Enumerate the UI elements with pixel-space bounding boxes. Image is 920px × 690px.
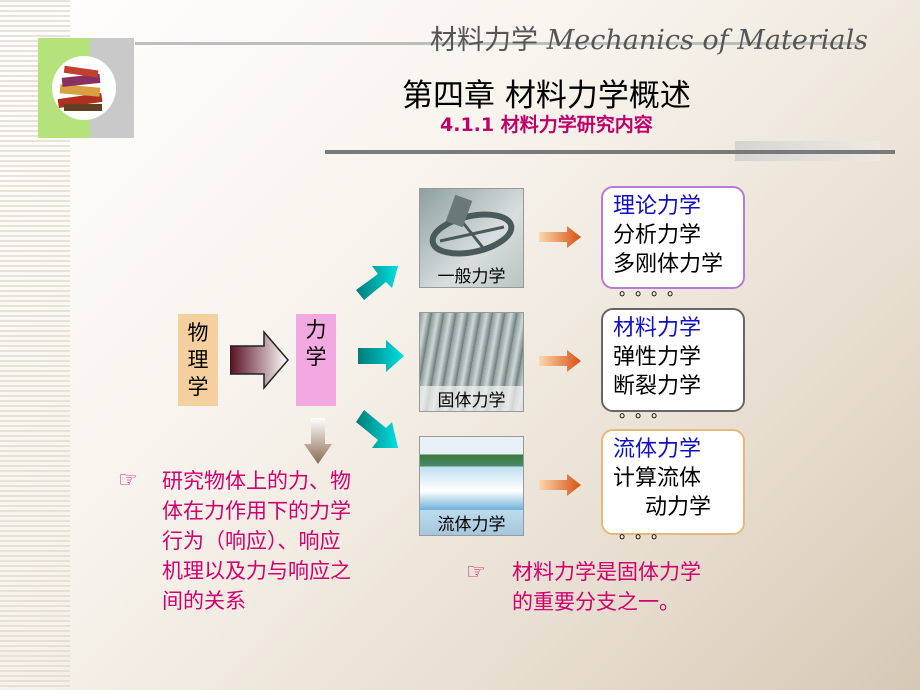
pointing-hand-icon: ☞ [118,468,138,493]
general-mechanics-image: 一般力学 [419,188,524,288]
physics-char: 学 [187,374,209,399]
note-line: 材料力学是固体力学 [512,560,701,584]
card-title: 材料力学 [613,316,702,341]
branch-label: 固体力学 [420,386,523,411]
mechanics-box: 力 学 [296,314,336,406]
arrow-up-right-icon [356,266,398,300]
branch-label: 一般力学 [437,267,506,287]
arrow-right-icon [230,330,289,390]
books-icon [57,65,103,111]
mechanics-char: 学 [305,345,327,369]
physics-box: 物 理 学 [178,314,218,406]
section-title: 4.1.1 材料力学研究内容 [440,114,653,136]
card-title: 理论力学 [613,194,702,219]
wheel-icon [429,194,515,257]
fluid-mechanics-card: 流体力学 计算流体 动力学 。。。 [601,429,745,542]
note-line: 间的关系 [162,589,246,613]
material-mechanics-card: 材料力学 弹性力学 断裂力学 。。。 [601,308,745,421]
section-rule [325,150,895,154]
fluid-mechanics-image: 流体力学 [419,436,524,536]
note-line: 行为（响应）、响应 [162,529,341,553]
branch-label: 流体力学 [420,510,523,535]
theoretical-mechanics-card: 理论力学 分析力学 多刚体力学 。。。。 [601,186,745,299]
card-line: 分析力学 [613,223,702,248]
note-line: 体在力作用下的力学 [162,499,351,523]
mechanics-char: 力 [305,318,327,342]
course-title: 材料力学 Mechanics of Materials [430,18,868,57]
course-title-cn: 材料力学 [430,25,538,56]
card-line: 动力学 [645,495,712,520]
course-title-en: Mechanics of Materials [546,25,868,56]
arrow-right-cyan-icon [358,340,404,372]
card-line: 弹性力学 [613,345,702,370]
pointing-hand-icon: ☞ [466,560,486,585]
note-line: 研究物体上的力、物 [162,469,351,493]
card-line: 计算流体 [613,466,702,491]
arrow-right-small-icon [539,474,581,496]
card-line: 多刚体力学 [613,252,724,277]
card-title: 流体力学 [613,437,702,462]
branch-note: 材料力学是固体力学 的重要分支之一。 [512,557,701,617]
arrow-right-small-icon [539,226,581,248]
chapter-title: 第四章 材料力学概述 [402,78,691,114]
header-rule [135,42,860,45]
research-note: 研究物体上的力、物 体在力作用下的力学 行为（响应）、响应 机理以及力与响应之 … [162,466,351,616]
card-ellipsis: 。。。。 [619,280,692,299]
note-line: 的重要分支之一。 [512,590,680,614]
card-ellipsis: 。。。 [619,523,676,542]
arrow-down-icon [304,418,332,464]
solid-mechanics-image: 固体力学 [419,312,524,412]
books-logo [52,56,116,120]
physics-char: 理 [187,347,209,372]
card-ellipsis: 。。。 [619,402,676,421]
arrow-right-small-icon [539,350,581,372]
physics-char: 物 [187,320,209,345]
arrow-down-right-icon [356,410,398,448]
card-line: 断裂力学 [613,374,702,399]
note-line: 机理以及力与响应之 [162,559,351,583]
